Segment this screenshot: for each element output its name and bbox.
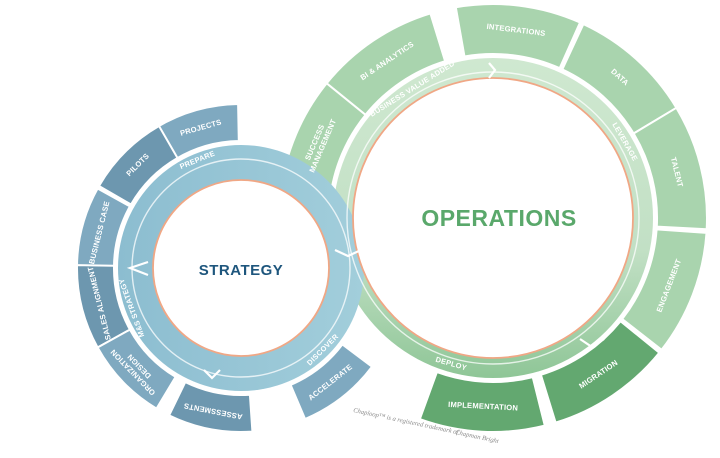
strategy-segment-accelerate [289, 343, 373, 420]
operations-title: OPERATIONS [421, 205, 576, 231]
strategy-segment-business-case [75, 187, 131, 272]
operations-segment-talent [632, 106, 708, 231]
chevron-up-icon [488, 62, 497, 79]
strategy-outer-ring [75, 103, 373, 433]
strategy-segment-projects [155, 103, 240, 161]
operations-segment-implementation [418, 371, 546, 433]
chevron-down-icon [579, 338, 605, 349]
chevron-left-icon [126, 260, 149, 277]
strategy-segment-pilots [98, 125, 179, 206]
operations-segment-bi-and-analytics [325, 12, 447, 116]
chevron-down-icon [203, 369, 221, 380]
strategy-segment-assessments [168, 381, 254, 433]
operations-segment-integrations [454, 3, 581, 70]
operations-outer-ring [279, 3, 708, 433]
strategy-title: STRATEGY [199, 262, 284, 279]
operations-inner-circle [352, 77, 634, 359]
strategy-segment-sales-alignment [75, 264, 131, 349]
operations-segment-engagement [621, 228, 708, 351]
strategy-segment-organization-design [96, 328, 177, 410]
chevron-down-icon [334, 249, 362, 258]
strategy-inner-circle [152, 179, 330, 357]
operations-segment-label-implementation: IMPLEMENTATION [448, 400, 518, 413]
